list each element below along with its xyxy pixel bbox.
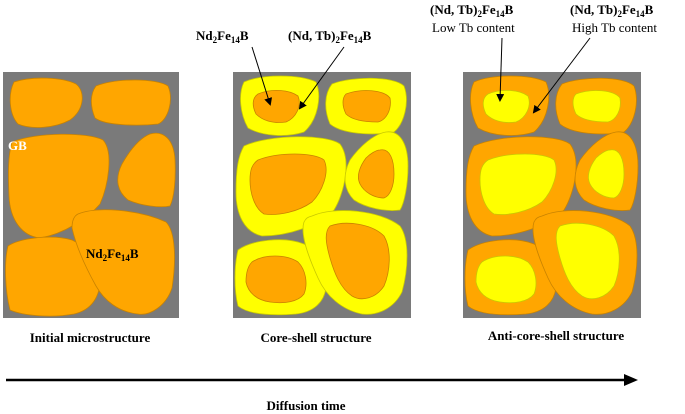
- core-shell-ndtb-label: (Nd, Tb)2Fe14B: [288, 28, 372, 45]
- grain-core: [252, 90, 300, 123]
- anti-high-tb-formula: (Nd, Tb)2Fe14B: [570, 2, 654, 19]
- grain: [117, 132, 176, 208]
- grain-core: [325, 222, 390, 300]
- grain-core: [245, 255, 307, 304]
- grain: [90, 79, 171, 126]
- grain: [9, 77, 83, 128]
- grain-core: [479, 153, 557, 215]
- grain-core: [482, 90, 530, 123]
- nd2fe14b-label: Nd2Fe14B: [86, 246, 139, 263]
- diffusion-time-label: Diffusion time: [266, 398, 345, 413]
- pointer-arrow: [532, 37, 591, 114]
- grain-core: [475, 255, 537, 304]
- grain-core: [358, 149, 395, 199]
- grain-core: [342, 90, 391, 123]
- anti-low-tb-formula: (Nd, Tb)2Fe14B: [430, 2, 514, 19]
- grain-core: [249, 153, 327, 215]
- caption-core-shell: Core-shell structure: [260, 330, 371, 345]
- diffusion-time-arrowhead: [624, 374, 638, 386]
- grain-core: [572, 90, 621, 123]
- grain: [5, 236, 101, 317]
- pointer-arrow: [251, 46, 273, 106]
- panel-initial: GB Nd2Fe14B: [3, 72, 179, 318]
- panel-core-shell: Nd2Fe14B (Nd, Tb)2Fe14B: [196, 28, 411, 318]
- core-shell-nd2fe14b-label: Nd2Fe14B: [196, 28, 249, 45]
- gb-label: GB: [8, 138, 27, 153]
- pointer-arrow: [298, 46, 345, 110]
- caption-initial: Initial microstructure: [30, 330, 151, 345]
- grain: [71, 209, 175, 315]
- anti-high-tb-label: High Tb content: [572, 20, 657, 35]
- panel-anti-core-shell: (Nd, Tb)2Fe14B Low Tb content (Nd, Tb)2F…: [430, 2, 657, 318]
- anti-low-tb-label: Low Tb content: [432, 20, 515, 35]
- caption-anti-core-shell: Anti-core-shell structure: [488, 328, 625, 343]
- grain-core: [555, 222, 620, 300]
- grain-core: [588, 149, 625, 199]
- pointer-arrow: [496, 37, 505, 102]
